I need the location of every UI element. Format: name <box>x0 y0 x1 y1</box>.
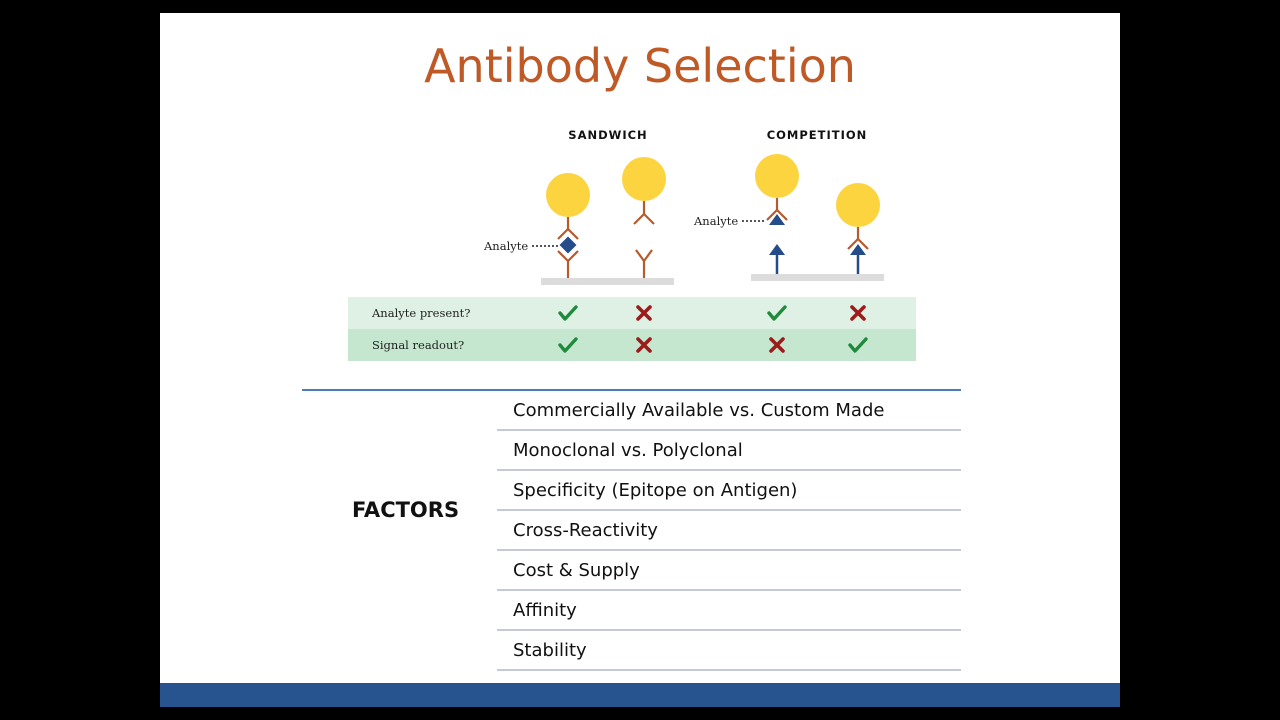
cross-icon <box>769 337 785 353</box>
row-signal-readout <box>348 329 916 361</box>
immobilized-analyte <box>850 244 866 274</box>
competition-label: COMPETITION <box>767 128 868 142</box>
footer-bar <box>160 683 1120 707</box>
detection-antibody <box>633 201 655 225</box>
label-bead <box>622 157 666 201</box>
result-table: Analyte present? Signal readout? <box>348 297 916 361</box>
check-icon <box>767 305 787 321</box>
factors-heading: FACTORS <box>352 498 460 522</box>
sandwich-label: SANDWICH <box>568 128 647 142</box>
detection-antibody <box>557 217 579 240</box>
slide: Antibody Selection SANDWICH COMPETITION … <box>160 13 1120 707</box>
analyte-triangle <box>769 214 785 225</box>
capture-antibody <box>557 250 579 278</box>
competition-present-complex: Analyte <box>693 154 799 274</box>
factor-item: Affinity <box>497 591 961 631</box>
factor-item: Cross-Reactivity <box>497 511 961 551</box>
analyte-label: Analyte <box>483 239 528 253</box>
factor-item: Monoclonal vs. Polyclonal <box>497 431 961 471</box>
sandwich-surface <box>541 278 674 285</box>
row-label-signal-readout: Signal readout? <box>372 338 464 352</box>
assay-diagram: SANDWICH COMPETITION Analyte <box>348 128 916 361</box>
competition-surface <box>751 274 884 281</box>
check-icon <box>558 337 578 353</box>
slide-title: Antibody Selection <box>424 39 856 93</box>
analyte-diamond <box>559 236 577 254</box>
competition-absent-complex <box>836 183 880 274</box>
analyte-label: Analyte <box>693 214 738 228</box>
check-icon <box>558 305 578 321</box>
cross-icon <box>636 337 652 353</box>
immobilized-analyte <box>769 244 785 274</box>
row-label-analyte-present: Analyte present? <box>371 306 470 320</box>
label-bead <box>546 173 590 217</box>
label-bead <box>836 183 880 227</box>
factors-top-rule <box>302 389 961 391</box>
sandwich-absent-complex <box>622 157 666 278</box>
labeled-antibody <box>766 198 788 221</box>
cross-icon <box>850 305 866 321</box>
factor-item: Cost & Supply <box>497 551 961 591</box>
check-icon <box>848 337 868 353</box>
factor-item: Commercially Available vs. Custom Made <box>497 391 961 431</box>
factor-item: Stability <box>497 631 961 671</box>
capture-antibody <box>635 249 653 278</box>
factor-item: Specificity (Epitope on Antigen) <box>497 471 961 511</box>
cross-icon <box>636 305 652 321</box>
row-analyte-present <box>348 297 916 329</box>
sandwich-present-complex: Analyte <box>483 173 590 278</box>
label-bead <box>755 154 799 198</box>
labeled-antibody <box>847 227 869 250</box>
